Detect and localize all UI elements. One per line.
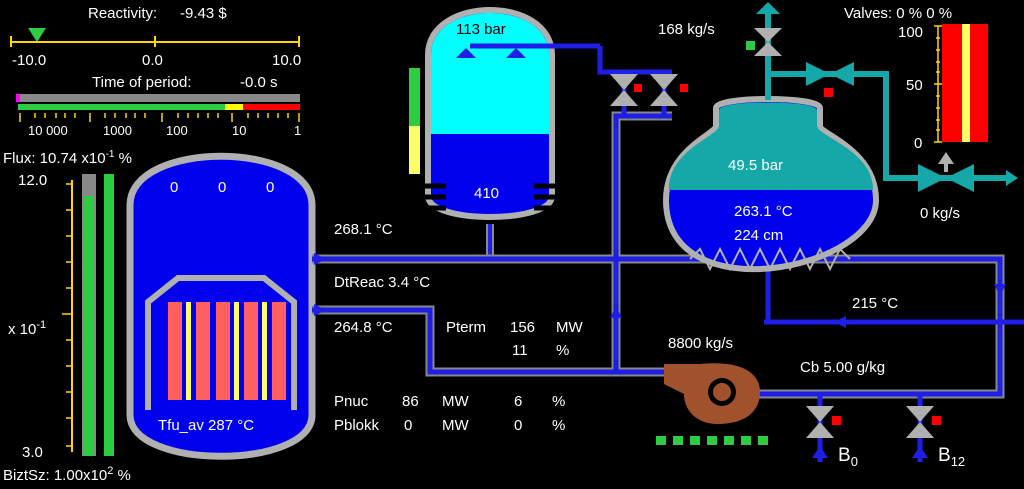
- reactivity-mid: 0.0: [142, 52, 163, 69]
- pnuc-unit: MW: [442, 393, 469, 410]
- period-label: Time of period:: [92, 74, 192, 91]
- steam-flow: 168 kg/s: [658, 21, 715, 38]
- period-tick-100: 100: [166, 123, 188, 138]
- pnuc-percent: 6: [514, 393, 523, 410]
- reactivity-min: -10.0: [12, 52, 47, 69]
- flux-label: Flux: 10.74 x10-1 %: [3, 149, 132, 167]
- pterm-value: 156: [510, 319, 536, 336]
- boron-valve-b0[interactable]: [806, 406, 841, 458]
- period-log-ticks: [19, 113, 300, 122]
- pressurizer-spray: [456, 43, 600, 58]
- fuel-avg-temp: Tfu_av 287 °C: [158, 417, 255, 434]
- sg-pressure: 49.5 bar: [728, 157, 784, 174]
- coolant-flow: 8800 kg/s: [668, 335, 734, 352]
- boron-valve-b12[interactable]: [906, 406, 941, 458]
- period-scale-bar: [18, 104, 225, 110]
- spray-valve-2[interactable]: [650, 72, 688, 116]
- valves-scale-100: 100: [898, 24, 924, 41]
- pnuc-value: 86: [402, 393, 419, 410]
- rod-position-3: 0: [266, 179, 275, 196]
- pterm-percent: 11: [512, 342, 528, 359]
- bizt-label: BiztSz: 1.00x102 %: [3, 465, 131, 484]
- tube-bundle: [689, 246, 851, 272]
- pnuc-percent-unit: %: [552, 393, 566, 410]
- flux-scale-bottom: 3.0: [22, 444, 43, 461]
- period-bar: [16, 94, 300, 102]
- pump-speed-indicators: [656, 436, 768, 445]
- pterm-label: Pterm: [446, 319, 487, 336]
- pblokk-unit: MW: [442, 417, 469, 434]
- rod-position-2: 0: [218, 179, 227, 196]
- pressurizer-heater-power: 410: [474, 185, 500, 202]
- feedwater-temp: 215 °C: [852, 295, 899, 312]
- pressurizer-pressure: 113 bar: [456, 21, 506, 38]
- boron-b0-label: B0: [838, 445, 858, 469]
- pressurizer-heaters: [416, 183, 564, 211]
- reactivity-max: 10.0: [272, 52, 302, 69]
- steam-bypass-valve[interactable]: [806, 62, 854, 97]
- flow-arrow-icon: [314, 253, 326, 265]
- pnuc-label: Pnuc: [334, 393, 369, 410]
- reactivity-pointer-icon: [28, 28, 46, 42]
- rod-position-1: 0: [170, 179, 179, 196]
- steam-space: [669, 102, 873, 190]
- valves-scale-0: 0: [914, 135, 923, 152]
- period-value: -0.0 s: [240, 74, 278, 91]
- pressurizer-steam-space: [431, 13, 549, 134]
- pressurizer-level-indicator: [409, 68, 420, 126]
- steam-dump-flow: 0 kg/s: [920, 205, 961, 222]
- pblokk-percent-unit: %: [552, 417, 566, 434]
- steam-dump-valve[interactable]: [918, 152, 974, 192]
- valves-scale-50: 50: [906, 77, 923, 94]
- pterm-unit: MW: [556, 319, 583, 336]
- spray-valve-1[interactable]: [610, 72, 642, 116]
- flow-arrow-icon: [610, 306, 622, 318]
- flux-scale-mid: x 10-1: [8, 319, 47, 338]
- fuel-assemblies: [168, 302, 286, 400]
- steam-isolation-valve[interactable]: [746, 28, 782, 56]
- boron-b12-label: B12: [938, 445, 966, 469]
- flow-arrow-icon: [834, 316, 846, 328]
- bizt-bar: [104, 174, 114, 456]
- pblokk-label: Pblokk: [334, 417, 380, 434]
- flux-scale-top: 12.0: [18, 172, 48, 189]
- period-tick-1000: 1000: [103, 123, 132, 138]
- flow-arrow-icon: [994, 284, 1006, 296]
- delta-t-reactor: DtReac 3.4 °C: [334, 274, 431, 291]
- period-tick-10000: 10 000: [28, 123, 68, 138]
- boron-concentration: Cb 5.00 g/kg: [800, 359, 886, 376]
- pblokk-percent: 0: [514, 417, 523, 434]
- period-tick-1: 1: [294, 123, 302, 138]
- period-tick-10: 10: [232, 123, 247, 138]
- steam-dump-arrow-icon: [1006, 170, 1018, 186]
- cold-leg-temp: 264.8 °C: [334, 319, 393, 336]
- flux-bar: [84, 196, 94, 456]
- valve-position-gauge: [934, 24, 988, 143]
- core-barrel: [145, 275, 297, 410]
- valves-label: Valves: 0 % 0 %: [844, 5, 953, 22]
- flow-arrow-icon: [314, 304, 326, 316]
- sg-temperature: 263.1 °C: [734, 203, 793, 220]
- reactivity-value: -9.43 $: [180, 5, 227, 22]
- pterm-percent-unit: %: [556, 342, 570, 359]
- pblokk-value: 0: [404, 417, 413, 434]
- main-coolant-pump[interactable]: [664, 363, 760, 424]
- reactivity-label: Reactivity:: [88, 5, 158, 22]
- hot-leg-temp: 268.1 °C: [334, 221, 393, 238]
- sg-level: 224 cm: [734, 227, 784, 244]
- steam-out-arrow-icon: [756, 2, 780, 14]
